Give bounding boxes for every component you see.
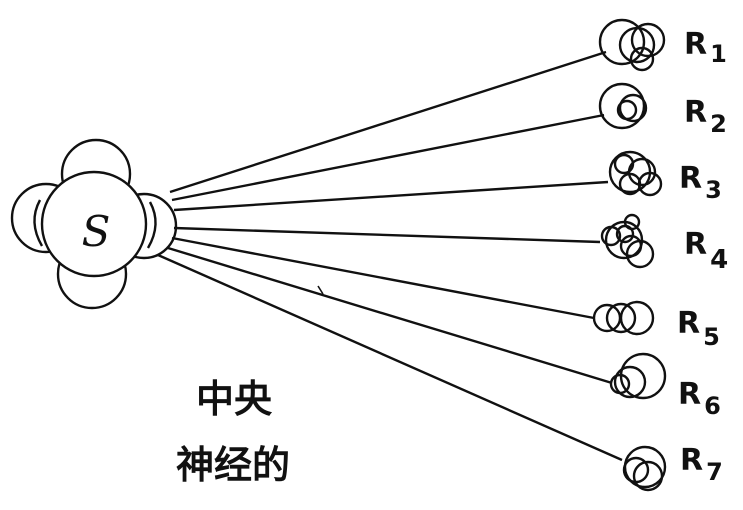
- connector-r7: [158, 255, 622, 460]
- receiver-r1-glyph: [600, 20, 664, 70]
- receiver-r5-glyph: [594, 302, 653, 334]
- connector-r1: [170, 52, 606, 192]
- receiver-r3-glyph: [610, 152, 661, 195]
- connector-r5: [172, 238, 594, 318]
- caption-line-1: 中央: [196, 377, 273, 421]
- caption-line-2: 神经的: [176, 443, 290, 487]
- hub-label: S: [82, 207, 111, 256]
- connector-r4: [174, 228, 600, 242]
- receiver-r4-glyph: [602, 215, 653, 267]
- receiver-r6-glyph: [611, 354, 665, 398]
- connector-r6: [168, 248, 612, 383]
- receiver-r7-glyph: [624, 447, 665, 490]
- receiver-r2-glyph: [600, 84, 646, 128]
